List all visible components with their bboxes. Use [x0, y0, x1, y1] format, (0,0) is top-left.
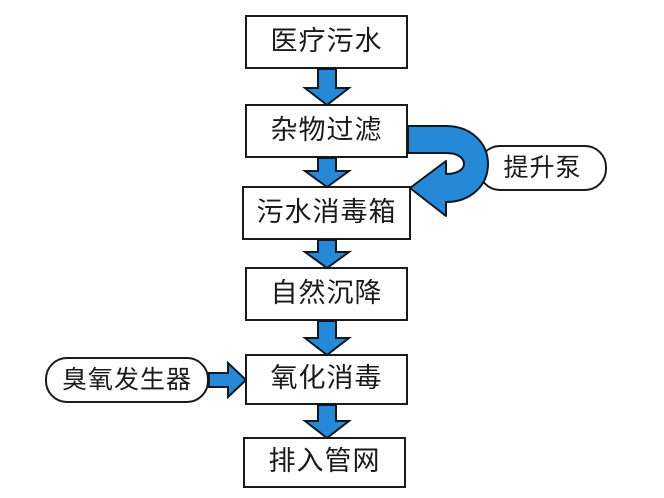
node-discharge-to-pipe-network[interactable]: 排入管网	[243, 437, 406, 488]
arrow-oxidation-to-discharge	[302, 404, 352, 440]
node-debris-filtration[interactable]: 杂物过滤	[245, 104, 408, 158]
node-lift-pump[interactable]: 提升泵	[478, 145, 607, 191]
arrow-filtration-to-disinfection-tank	[301, 157, 353, 189]
node-wastewater-disinfection-tank[interactable]: 污水消毒箱	[242, 186, 411, 240]
node-wastewater-disinfection-tank-label: 污水消毒箱	[256, 196, 397, 228]
arrow-ozone-to-oxidation	[208, 360, 248, 400]
node-lift-pump-label: 提升泵	[503, 152, 582, 182]
node-medical-wastewater[interactable]: 医疗污水	[245, 15, 408, 69]
node-oxidation-disinfection-label: 氧化消毒	[270, 363, 383, 394]
arrow-disinfection-tank-to-settling	[301, 239, 353, 270]
node-discharge-to-pipe-network-label: 排入管网	[268, 446, 381, 477]
node-ozone-generator-label: 臭氧发生器	[61, 364, 192, 394]
arrow-settling-to-oxidation	[302, 320, 352, 357]
node-debris-filtration-label: 杂物过滤	[270, 114, 383, 146]
arrow-pump-loop	[407, 125, 489, 217]
node-medical-wastewater-label: 医疗污水	[270, 25, 383, 57]
node-natural-settling-label: 自然沉降	[270, 277, 383, 309]
arrow-wastewater-to-filtration	[302, 68, 352, 107]
node-ozone-generator[interactable]: 臭氧发生器	[45, 357, 209, 403]
node-natural-settling[interactable]: 自然沉降	[245, 267, 408, 321]
node-oxidation-disinfection[interactable]: 氧化消毒	[245, 354, 408, 405]
